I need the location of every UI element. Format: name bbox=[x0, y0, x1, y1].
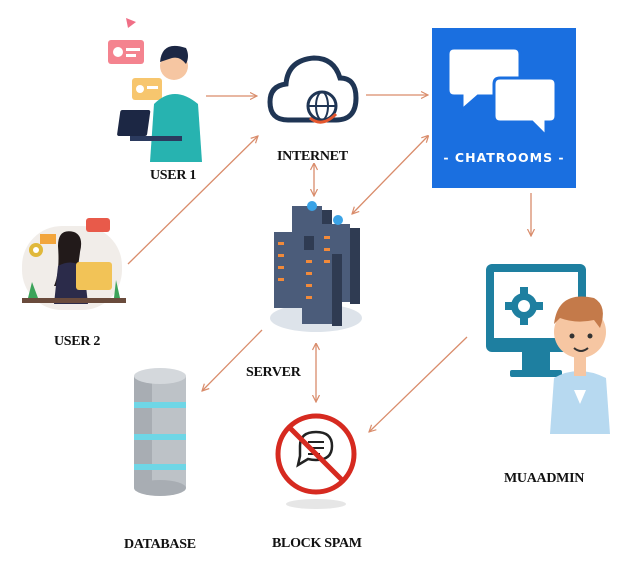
user-at-laptop-illustration bbox=[108, 18, 202, 162]
chatrooms-label: - CHATROOMS - bbox=[443, 150, 565, 165]
server-label: SERVER bbox=[246, 365, 301, 380]
cloud-globe-icon bbox=[267, 55, 359, 124]
arrow-user2-internet bbox=[127, 136, 258, 265]
user2-label: USER 2 bbox=[54, 334, 101, 349]
admin-with-monitor-illustration bbox=[486, 264, 610, 434]
no-spam-icon bbox=[275, 413, 357, 509]
arrow-admin-blockspam bbox=[369, 336, 468, 432]
block-spam-label: BLOCK SPAM bbox=[272, 536, 362, 551]
chatrooms-tile: - CHATROOMS - bbox=[432, 28, 576, 188]
arrow-server-database bbox=[202, 329, 263, 391]
user-at-desk-illustration bbox=[22, 218, 126, 310]
database-label: DATABASE bbox=[124, 537, 196, 552]
database-cylinder-icon bbox=[134, 368, 186, 496]
admin-label: MUAADMIN bbox=[504, 471, 585, 486]
user1-label: USER 1 bbox=[150, 168, 197, 183]
server-racks-icon bbox=[270, 201, 362, 332]
chat-bubbles-icon bbox=[448, 46, 558, 140]
arrow-chatrooms-server bbox=[352, 136, 428, 214]
internet-label: INTERNET bbox=[277, 149, 348, 164]
